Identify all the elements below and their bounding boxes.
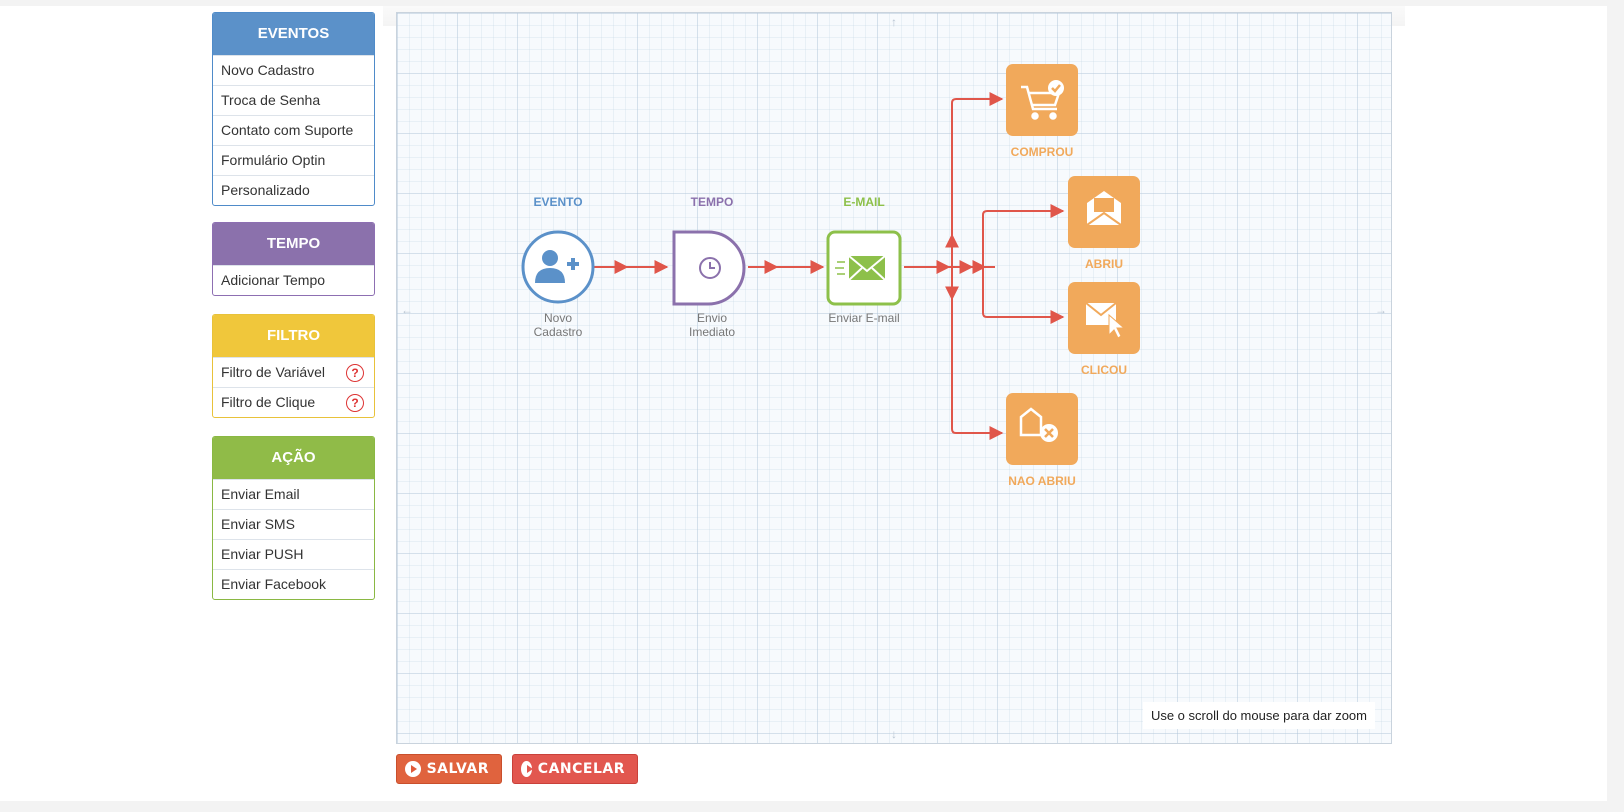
tempo-caption-line1: Envio bbox=[696, 311, 728, 325]
email-title: E-MAIL bbox=[843, 195, 885, 209]
panel-tempo-title: TEMPO bbox=[213, 223, 374, 265]
panel-filtro: FILTRO Filtro de Variável ? Filtro de Cl… bbox=[212, 314, 375, 418]
connectors bbox=[594, 92, 1065, 440]
evento-title: EVENTO bbox=[533, 195, 583, 209]
panel-tempo: TEMPO Adicionar Tempo bbox=[212, 222, 375, 296]
clicou-label: CLICOU bbox=[1081, 363, 1127, 377]
sidebar-item-label: Filtro de Clique bbox=[221, 394, 316, 410]
email-node bbox=[826, 230, 902, 306]
sidebar-item-enviar-facebook[interactable]: Enviar Facebook bbox=[213, 569, 374, 599]
sidebar-item-enviar-push[interactable]: Enviar PUSH bbox=[213, 539, 374, 569]
nao-abriu-node bbox=[1006, 393, 1078, 465]
panel-eventos-title: EVENTOS bbox=[213, 13, 374, 55]
save-button[interactable]: SALVAR bbox=[396, 754, 502, 784]
panel-acao-title: AÇÃO bbox=[213, 437, 374, 479]
scroll-down-icon[interactable]: ↓ bbox=[891, 727, 897, 741]
scroll-up-icon[interactable]: ↑ bbox=[891, 15, 897, 29]
flow-diagram bbox=[521, 64, 1140, 465]
panel-eventos: EVENTOS Novo Cadastro Troca de Senha Con… bbox=[212, 12, 375, 206]
play-icon bbox=[521, 761, 533, 777]
mail-click-icon bbox=[1085, 302, 1126, 339]
sidebar-item-novo-cadastro[interactable]: Novo Cadastro bbox=[213, 55, 374, 85]
clicou-node bbox=[1068, 282, 1140, 354]
help-icon[interactable]: ? bbox=[346, 394, 364, 412]
zoom-hint: Use o scroll do mouse para dar zoom bbox=[1142, 702, 1375, 729]
help-icon[interactable]: ? bbox=[346, 364, 364, 382]
abriu-node bbox=[1068, 176, 1140, 248]
evento-caption-line1: Novo bbox=[543, 311, 572, 325]
panel-acao: AÇÃO Enviar Email Enviar SMS Enviar PUSH… bbox=[212, 436, 375, 600]
sidebar-item-personalizado[interactable]: Personalizado bbox=[213, 175, 374, 205]
cancel-button-label: CANCELAR bbox=[537, 761, 625, 777]
cancel-button[interactable]: CANCELAR bbox=[512, 754, 638, 784]
scroll-left-icon[interactable]: ← bbox=[401, 303, 413, 317]
abriu-label: ABRIU bbox=[1085, 257, 1123, 271]
flow-canvas[interactable]: ↑ ↓ ← → bbox=[396, 12, 1392, 744]
evento-node bbox=[521, 230, 595, 304]
scroll-right-icon[interactable]: → bbox=[1375, 303, 1387, 317]
sidebar-item-enviar-email[interactable]: Enviar Email bbox=[213, 479, 374, 509]
tempo-title: TEMPO bbox=[690, 195, 734, 209]
sidebar-item-formulario-optin[interactable]: Formulário Optin bbox=[213, 145, 374, 175]
panel-filtro-title: FILTRO bbox=[213, 315, 374, 357]
comprou-label: COMPROU bbox=[1010, 145, 1074, 159]
sidebar-item-enviar-sms[interactable]: Enviar SMS bbox=[213, 509, 374, 539]
play-icon bbox=[405, 761, 421, 777]
sidebar-item-filtro-de-variavel[interactable]: Filtro de Variável ? bbox=[213, 357, 374, 387]
tempo-caption-line2: Imediato bbox=[688, 325, 736, 339]
sidebar-item-contato-com-suporte[interactable]: Contato com Suporte bbox=[213, 115, 374, 145]
sidebar-item-label: Filtro de Variável bbox=[221, 364, 326, 380]
tempo-node bbox=[672, 230, 746, 306]
save-button-label: SALVAR bbox=[426, 761, 489, 777]
sidebar-item-adicionar-tempo[interactable]: Adicionar Tempo bbox=[213, 265, 374, 295]
mail-cancel-icon bbox=[1019, 407, 1058, 442]
evento-caption-line2: Cadastro bbox=[533, 325, 583, 339]
add-user-icon bbox=[535, 250, 579, 283]
sidebar-item-filtro-de-clique[interactable]: Filtro de Clique ? bbox=[213, 387, 374, 417]
nao-abriu-label: NAO ABRIU bbox=[1008, 474, 1076, 488]
cart-check-icon bbox=[1021, 85, 1061, 120]
email-caption: Enviar E-mail bbox=[828, 311, 900, 325]
open-mail-icon bbox=[1086, 191, 1122, 226]
tempo-caption: Envio Imediato bbox=[657, 311, 767, 339]
sidebar-item-troca-de-senha[interactable]: Troca de Senha bbox=[213, 85, 374, 115]
send-mail-icon bbox=[835, 255, 886, 281]
evento-caption: Novo Cadastro bbox=[503, 311, 613, 339]
clock-icon bbox=[699, 257, 721, 279]
comprou-node bbox=[1006, 64, 1078, 136]
